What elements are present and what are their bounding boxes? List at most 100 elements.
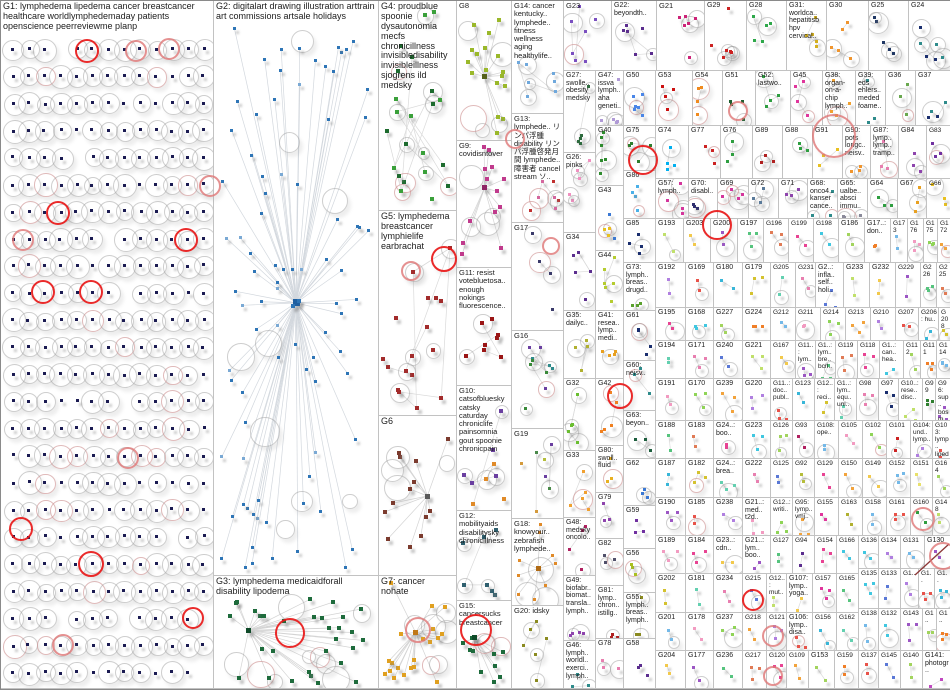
group-panel-g179[interactable]: G179	[743, 263, 771, 308]
group-panel-g148[interactable]: G148	[933, 498, 950, 536]
group-panel-g15[interactable]: G15: cancersucks breastcancer	[457, 601, 512, 689]
group-panel-g224[interactable]: G224	[743, 308, 771, 341]
group-panel-g124[interactable]: G12..: writi..	[771, 498, 793, 536]
group-panel-g12[interactable]: G12: mobilityaids disabilitysky chronici…	[457, 511, 512, 601]
group-panel-g172[interactable]: G172	[938, 219, 950, 263]
group-panel-g168[interactable]: G168	[686, 308, 714, 341]
group-panel-g88[interactable]: G88	[783, 126, 813, 179]
group-panel-g232[interactable]: G232	[870, 263, 896, 308]
group-panel-g145[interactable]: G145	[879, 651, 901, 689]
group-panel-g204[interactable]: G204	[656, 651, 686, 689]
group-panel-g37[interactable]: G37	[916, 71, 950, 126]
group-panel-g150[interactable]: G150	[839, 459, 863, 498]
group-panel-g29[interactable]: G29	[705, 1, 747, 71]
group-panel-g111[interactable]: G111	[921, 341, 937, 379]
group-panel-g171[interactable]: G171	[686, 341, 714, 379]
group-panel-g153[interactable]: G153	[809, 651, 835, 689]
group-panel-g162[interactable]: G162	[837, 613, 859, 651]
group-panel-g1[interactable]: G1: lymphedema lipedema cancer breastcan…	[1, 1, 214, 689]
group-panel-g64[interactable]: G64	[868, 179, 898, 219]
group-panel-g155[interactable]: G155	[815, 498, 839, 536]
group-panel-g40[interactable]: G40	[596, 126, 624, 186]
group-panel-g86[interactable]: G86	[624, 171, 656, 219]
group-panel-g197[interactable]: G197	[738, 219, 764, 263]
group-panel-g103[interactable]: G103: lymp.. liped..	[933, 421, 950, 459]
group-panel-g242[interactable]: G24..: brea..	[714, 459, 743, 498]
group-panel-g133b[interactable]: G1..	[901, 569, 919, 609]
group-panel-g234[interactable]: G234	[714, 574, 743, 613]
group-panel-g71[interactable]: G71	[779, 179, 808, 219]
group-panel-g132[interactable]: G132	[879, 609, 901, 651]
group-panel-g159[interactable]: G159	[835, 651, 859, 689]
group-panel-g164[interactable]: G164	[933, 459, 950, 498]
group-panel-g77[interactable]: G77	[689, 126, 721, 179]
group-panel-g74[interactable]: G74	[656, 126, 689, 179]
group-panel-g214[interactable]: G214	[821, 308, 846, 341]
group-panel-g96[interactable]: G96: sup.. bosm..	[936, 379, 950, 421]
group-panel-g11[interactable]: G11: resist votebluetosa.. enough noking…	[457, 268, 512, 386]
group-panel-g184[interactable]: G184	[686, 536, 714, 574]
group-panel-g47[interactable]: G47: issva lymph.. aha geneti..	[596, 71, 624, 126]
group-panel-g43[interactable]: G43	[596, 186, 624, 251]
group-panel-g127[interactable]: G127	[771, 536, 793, 574]
group-panel-g58[interactable]: G58	[624, 639, 656, 689]
group-panel-g54[interactable]: G54	[693, 71, 723, 126]
group-panel-g122[interactable]: G12..: reci..	[815, 379, 835, 421]
group-panel-g151[interactable]: G151	[911, 459, 933, 498]
group-panel-g143c[interactable]: G1..	[937, 609, 950, 651]
group-panel-g161[interactable]: G161	[887, 498, 911, 536]
group-panel-g192[interactable]: G192	[656, 263, 686, 308]
group-panel-g2[interactable]: G2: digitalart drawing illustration artt…	[214, 1, 379, 576]
group-panel-g143b[interactable]: G1..	[923, 609, 937, 651]
group-panel-g107[interactable]: G107: lymp.. yoga..	[787, 574, 813, 613]
group-panel-g62[interactable]: G62	[624, 459, 656, 506]
group-panel-g31[interactable]: G31: worldca.. hepatitisb hpv cervical..	[787, 1, 827, 71]
group-panel-g140[interactable]: G140	[901, 651, 923, 689]
group-panel-g19[interactable]: G19	[512, 429, 564, 519]
group-panel-g82[interactable]: G82	[596, 539, 624, 586]
group-panel-g199[interactable]: G199	[789, 219, 814, 263]
group-panel-g152[interactable]: G152	[887, 459, 911, 498]
group-panel-g133d[interactable]: G1..	[935, 569, 950, 609]
group-panel-g190[interactable]: G190	[656, 498, 686, 536]
group-panel-g182[interactable]: G182	[686, 459, 714, 498]
group-panel-g106[interactable]: G106: lymp.. disa..	[787, 613, 813, 651]
group-panel-g129[interactable]: G129	[815, 459, 839, 498]
group-panel-g98[interactable]: G98	[857, 379, 879, 421]
group-panel-g6[interactable]: G6	[379, 416, 457, 576]
group-panel-g23[interactable]: G23	[564, 1, 612, 71]
group-panel-g236[interactable]: G236	[714, 651, 743, 689]
group-panel-g84[interactable]: G84	[899, 126, 927, 179]
group-panel-g157[interactable]: G157	[813, 574, 837, 613]
group-panel-g208[interactable]: G208	[939, 308, 950, 341]
group-panel-g186[interactable]: G186	[839, 219, 865, 263]
group-panel-g206[interactable]: G206: hu..	[919, 308, 939, 341]
group-panel-g9[interactable]: G9: covidisntover	[457, 141, 512, 268]
group-panel-g174[interactable]: G17..: don..	[865, 219, 891, 263]
group-panel-g169[interactable]: G169	[686, 263, 714, 308]
group-panel-g114[interactable]: G114	[937, 341, 950, 379]
group-panel-g32[interactable]: G32	[564, 379, 596, 451]
group-panel-g213[interactable]: G213	[846, 308, 871, 341]
group-panel-g116[interactable]: G11..: lym..	[796, 341, 816, 379]
group-panel-g18[interactable]: G18: knowyour.. zebrafish lymphede..	[512, 519, 564, 606]
group-panel-g41[interactable]: G41: resea.. lymp.. medi..	[596, 311, 624, 379]
group-panel-g141[interactable]: G141: photogr..	[923, 651, 950, 689]
group-panel-g210[interactable]: G210	[871, 308, 896, 341]
group-panel-g117[interactable]: G1..: can.. hea..	[880, 341, 904, 379]
group-panel-g202[interactable]: G202	[656, 574, 686, 613]
group-panel-g177[interactable]: G177	[686, 651, 714, 689]
group-panel-g83[interactable]: G83	[927, 126, 950, 179]
group-panel-g5[interactable]: G5: lymphedema breastcancer lymphielife …	[379, 211, 457, 416]
group-panel-g163[interactable]: G163	[839, 498, 863, 536]
group-panel-g24[interactable]: G24	[909, 1, 950, 71]
group-panel-g76[interactable]: G76	[721, 126, 753, 179]
group-panel-g45[interactable]: G45	[791, 71, 823, 126]
group-panel-g72[interactable]: G72	[749, 179, 779, 219]
group-panel-g89[interactable]: G89	[753, 126, 783, 179]
group-panel-g79[interactable]: G79	[596, 493, 624, 539]
group-panel-g180[interactable]: G180	[714, 263, 743, 308]
group-panel-g118[interactable]: G118	[858, 341, 880, 379]
group-panel-g61[interactable]: G61	[624, 311, 656, 361]
